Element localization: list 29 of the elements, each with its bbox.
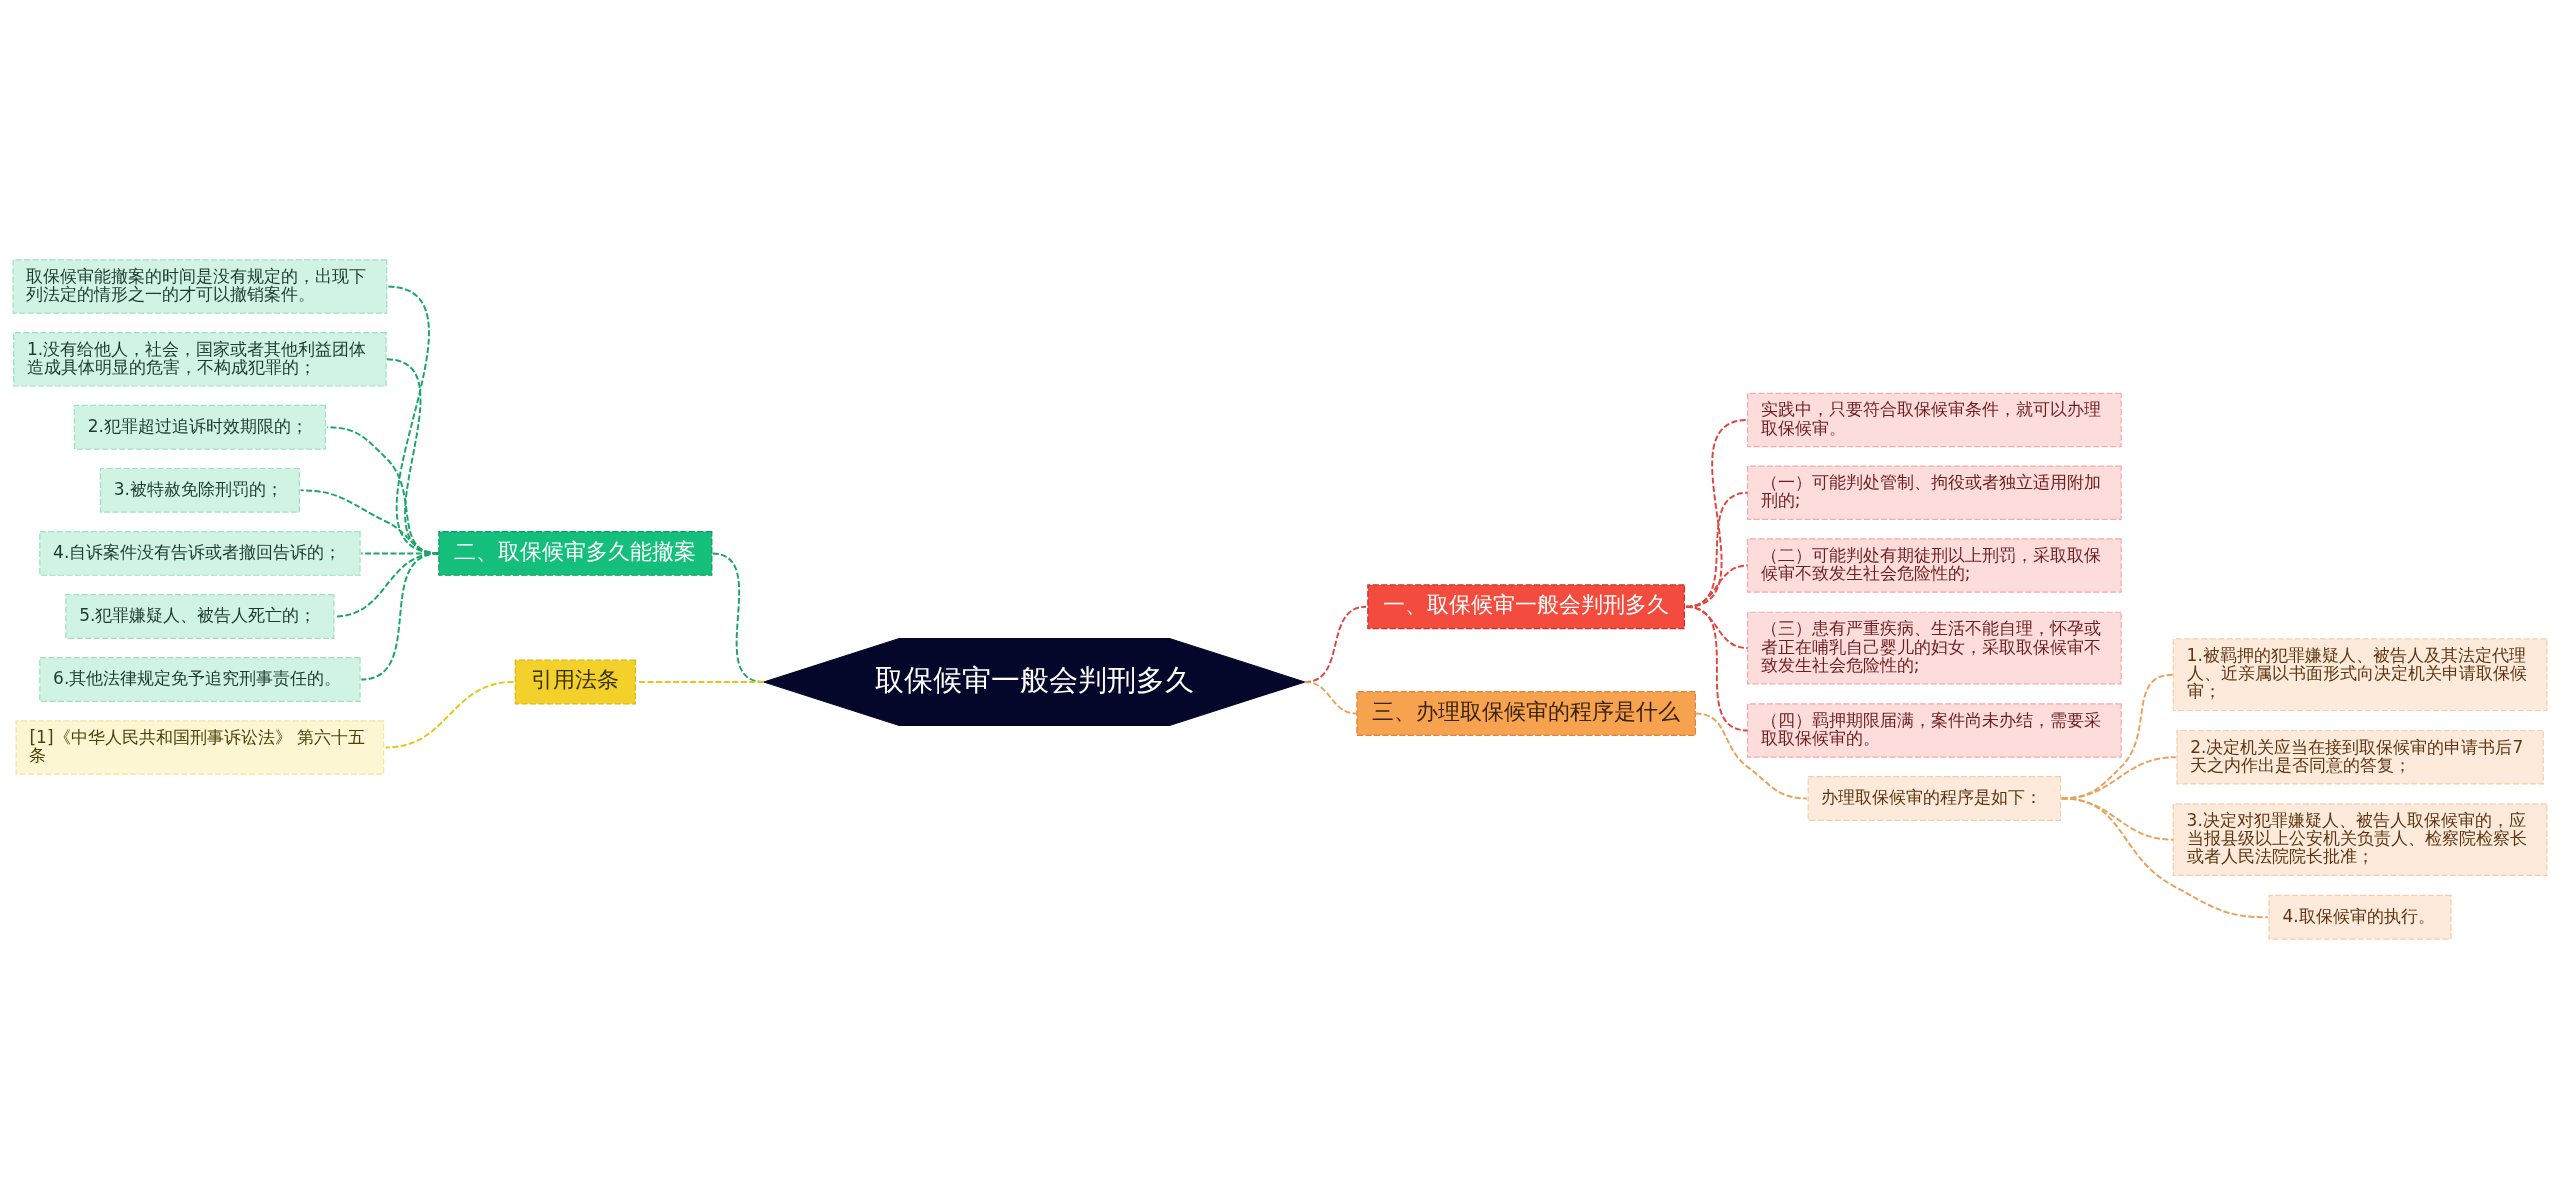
connector xyxy=(360,551,440,681)
node-box: 一、取保候审一般会判刑多久 xyxy=(1367,583,1686,629)
node-box: 2.决定机关应当在接到取保候审的申请书后7天之内作出是否同意的答复； xyxy=(2176,729,2544,784)
node-box: 1.被羁押的犯罪嫌疑人、被告人及其法定代理人、近亲属以书面形式向决定机关申请取保候审； xyxy=(2172,637,2548,711)
node-box: 办理取保候审的程序是如下： xyxy=(1807,775,2062,821)
node-box: 3.决定对犯罪嫌疑人、被告人取保候审的，应当报县级以上公安机关负责人、检察院检察长或者人民法院院长批准； xyxy=(2172,802,2548,876)
node-box: （三）患有严重疾病、生活不能自理，怀孕或者正在哺乳自己婴儿的妇女，采取取保候审不致发生社会危险性的; xyxy=(1746,611,2122,684)
node-box: 3.被特赦免除刑罚的； xyxy=(99,467,300,513)
node-box: [1]《中华人民共和国刑事诉讼法》 第六十五条 xyxy=(15,719,385,775)
node-box: 5.犯罪嫌疑人、被告人死亡的； xyxy=(65,593,335,639)
node-box: 2.犯罪超过追诉时效期限的； xyxy=(73,404,327,450)
connector xyxy=(384,680,515,748)
connector xyxy=(2060,796,2269,918)
node-box: 4.自诉案件没有告诉或者撤回告诉的； xyxy=(39,530,361,576)
node-box: 实践中，只要符合取保候审条件，就可以办理取保候审。 xyxy=(1746,392,2122,447)
connector xyxy=(1694,712,1808,799)
node-box: 1.没有给他人，社会，国家或者其他利益团体造成具体明显的危害，不构成犯罪的； xyxy=(13,331,387,387)
node-box: （二）可能判处有期徒刑以上刑罚，采取取保候审不致发生社会危险性的; xyxy=(1746,537,2122,593)
node-box: （四）羁押期限届满，案件尚未办结，需要采取取保候审的。 xyxy=(1746,702,2122,758)
node-box: 取保候审能撤案的时间是没有规定的，出现下列法定的情形之一的才可以撤销案件。 xyxy=(12,258,388,314)
node-box: 三、办理取保候审的程序是什么 xyxy=(1356,690,1696,736)
connector xyxy=(636,680,765,683)
node-box: 6.其他法律规定免予追究刑事责任的。 xyxy=(39,656,361,702)
node-box: （一）可能判处管制、拘役或者独立适用附加刑的; xyxy=(1746,464,2122,520)
node-box: 二、取保候审多久能撤案 xyxy=(438,530,713,576)
connector xyxy=(1303,680,1358,714)
connector xyxy=(1685,605,1749,731)
node-box: 4.取保候审的执行。 xyxy=(2268,894,2452,940)
node-box: 引用法条 xyxy=(514,659,636,704)
